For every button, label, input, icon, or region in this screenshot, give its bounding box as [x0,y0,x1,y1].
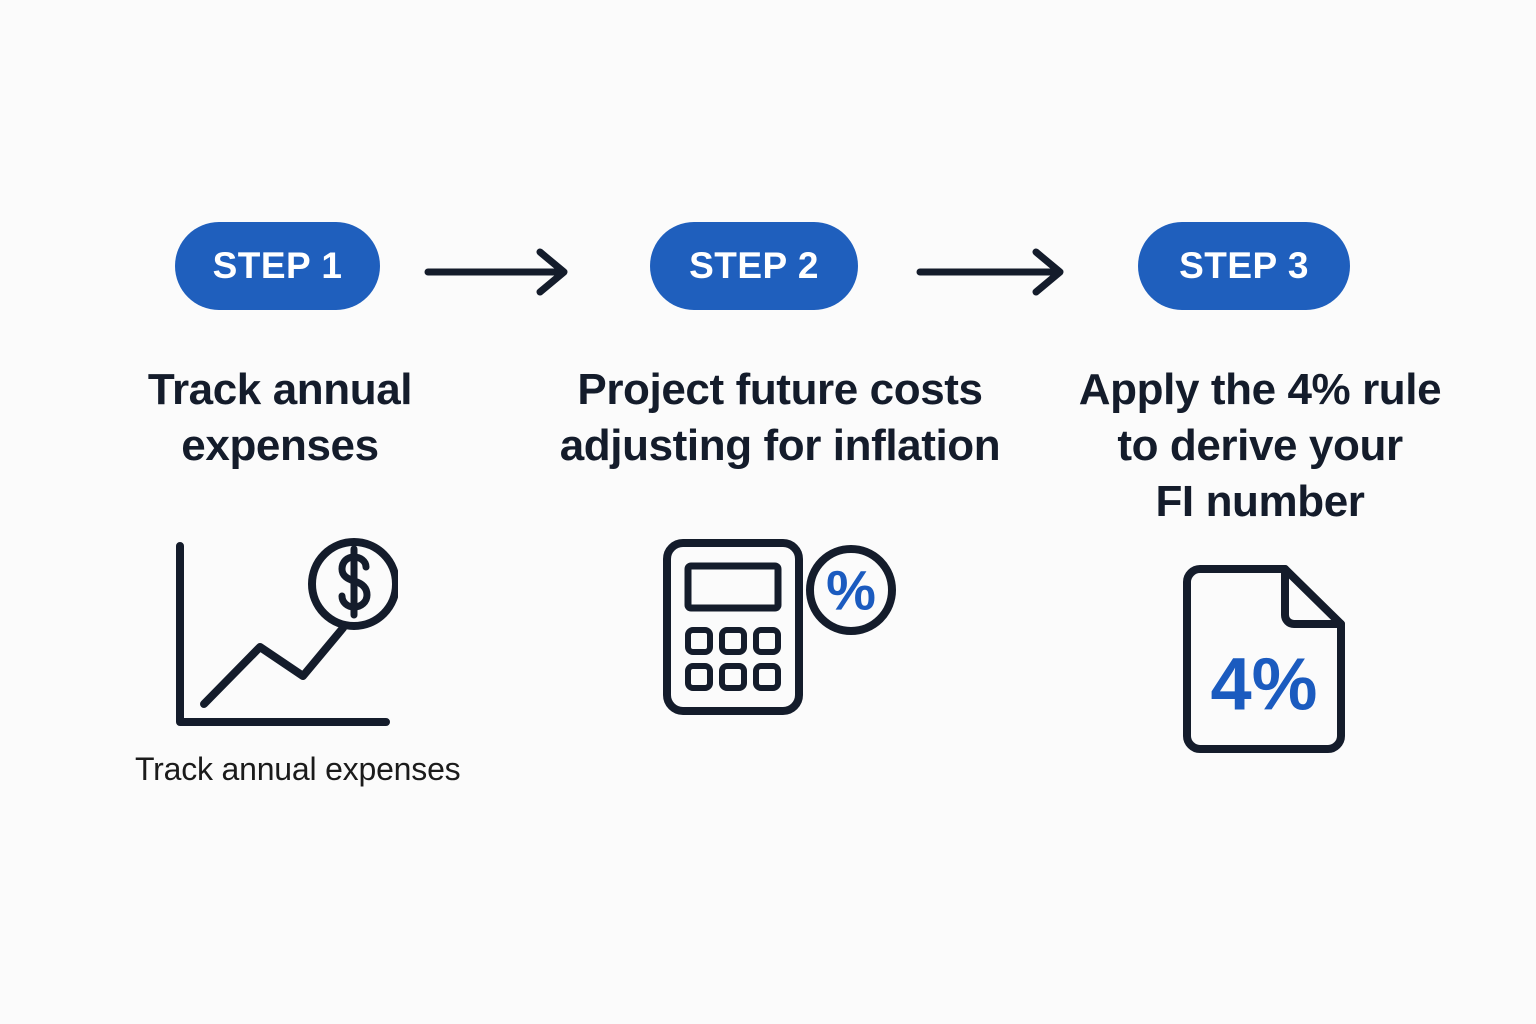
percent-badge-circle [806,545,896,635]
step-heading-2: Project future costs adjusting for infla… [540,362,1020,474]
chart-axes [176,542,390,726]
calculator-key [753,627,781,655]
calculator-key [719,627,747,655]
step-heading-3-line-3: FI number [1155,476,1365,526]
step-heading-2-line-1: Project future costs [577,365,983,414]
calculator-percent-icon: % [658,534,908,729]
document-percent-icon-svg: 4% [1183,565,1345,753]
line-chart-dollar-icon [168,532,400,737]
step-badge-3: STEP 3 [1138,222,1350,310]
step-heading-3: Apply the 4% rule to derive your FI numb… [1040,362,1480,530]
document-fold [1281,565,1345,628]
arrow-step1-to-step2-icon [424,246,574,303]
document-page-outline [1183,565,1345,753]
document-percent-label: 4% [1211,643,1318,726]
arrow-right-icon-svg [916,248,1064,296]
calculator-key [685,663,713,691]
step-heading-2-line-2: adjusting for inflation [559,420,1001,470]
document-percent-icon: 4% [1178,560,1353,765]
step-badge-1: STEP 1 [175,222,380,310]
calculator-key [719,663,747,691]
step-heading-1-line-1: Track annual [147,365,413,414]
arrow-shaft-and-head [916,248,1064,296]
step-heading-3-line-1: Apply the 4% rule [1078,365,1442,414]
calculator-percent-icon-svg: % [663,539,896,715]
step-caption-1: Track annual expenses [135,751,461,787]
arrow-shaft-and-head [424,248,568,296]
calculator-key [753,663,781,691]
step-heading-3-line-2: to derive your [1117,420,1403,470]
arrow-step2-to-step3-icon [916,246,1071,303]
step-heading-1: Track annual expenses [110,362,450,474]
percent-badge-label: % [826,559,876,622]
chart-trend-line [200,624,347,708]
step-badge-2: STEP 2 [650,222,858,310]
arrow-right-icon-svg [424,248,568,296]
calculator-key [685,627,713,655]
line-chart-dollar-icon-svg [176,538,400,726]
step-heading-1-line-2: expenses [181,420,379,470]
calculator-display [684,562,782,612]
